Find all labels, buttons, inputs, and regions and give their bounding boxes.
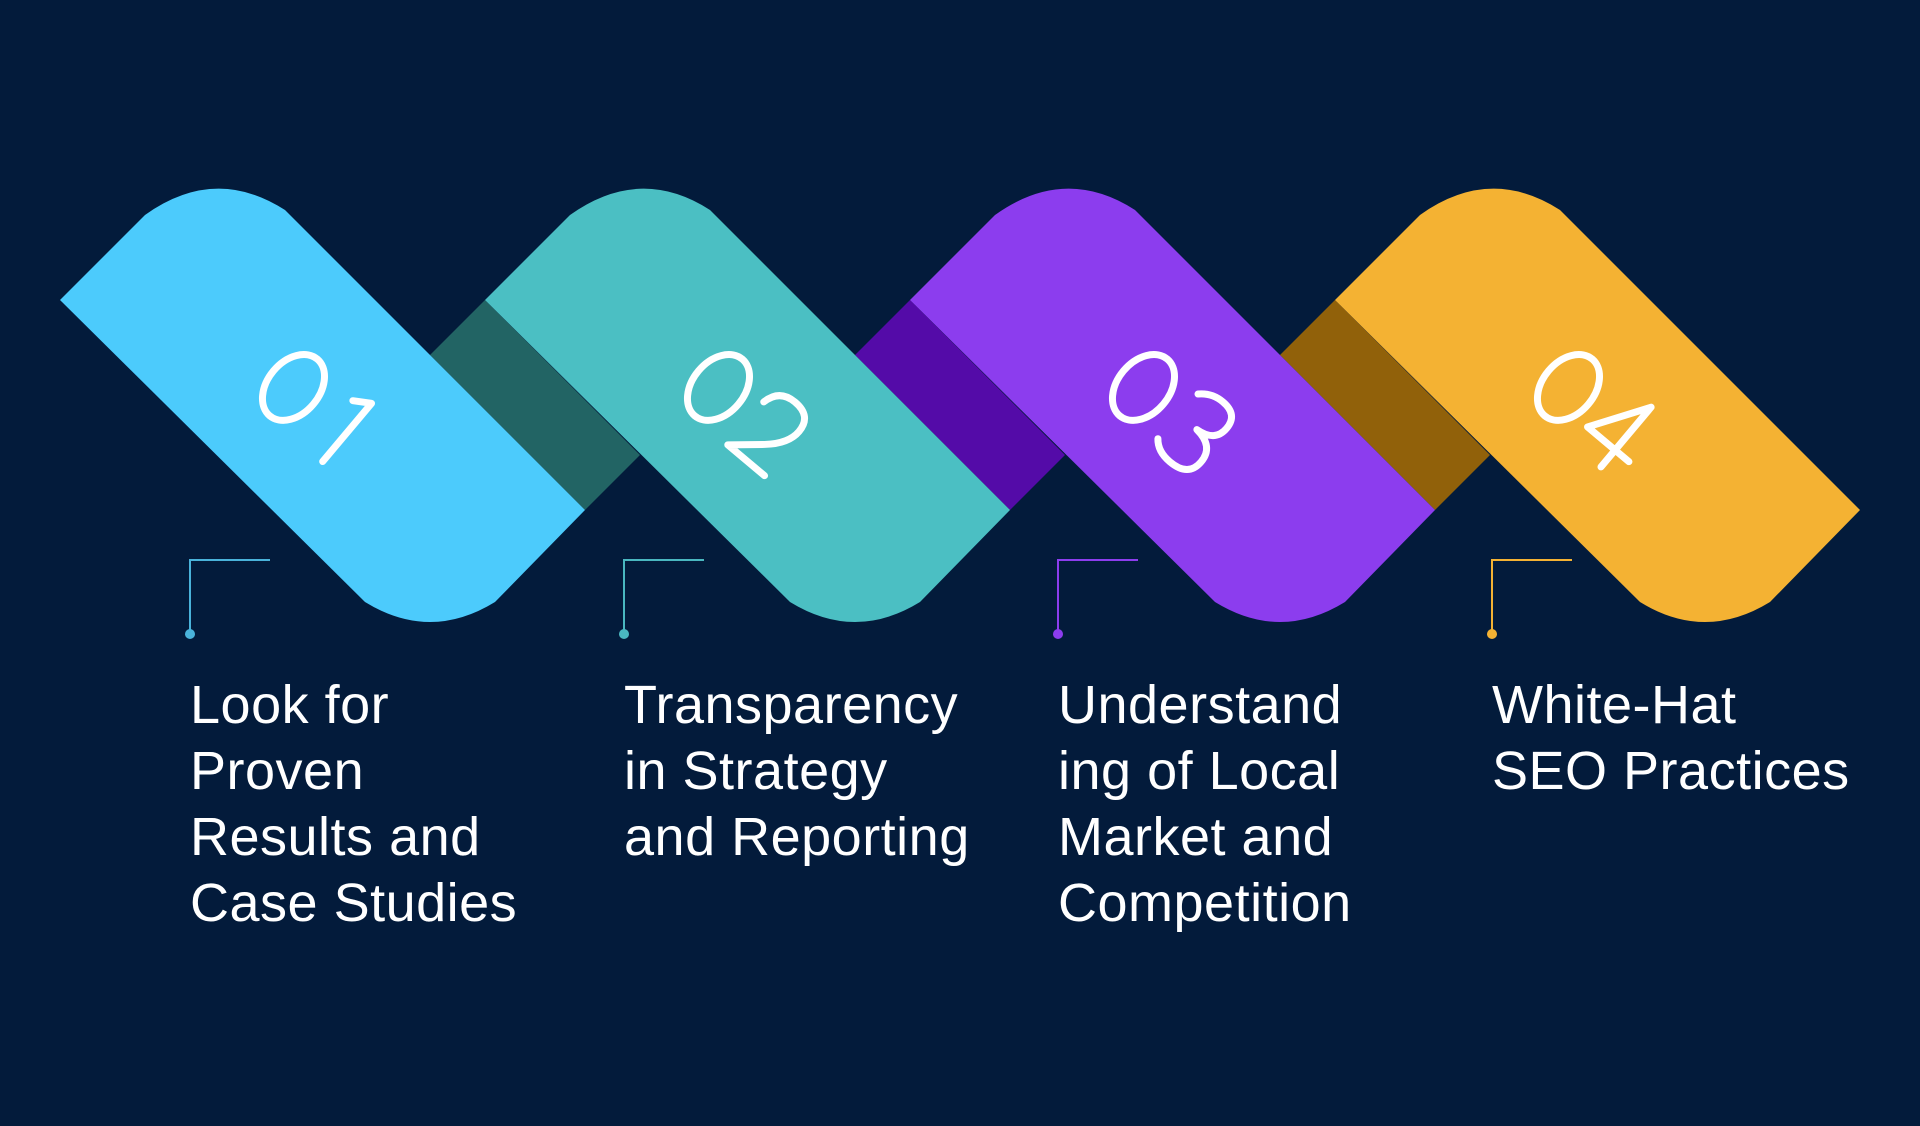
step-2-label-line: in Strategy xyxy=(624,741,888,801)
step-2-label: Transparency in Strategy and Reporting xyxy=(624,672,1024,870)
step-1-label: Look for Proven Results and Case Studies xyxy=(190,672,580,936)
number-03-glyph xyxy=(1108,351,1235,473)
step-3-label: Understand ing of Local Market and Compe… xyxy=(1058,672,1458,936)
step-4-label-line: SEO Practices xyxy=(1492,741,1850,801)
connector-dot-4 xyxy=(1487,629,1497,639)
overlap-strip-3-4 xyxy=(1280,300,1490,510)
step-1-label-line: Results and xyxy=(190,807,481,867)
connector-step-1 xyxy=(185,559,270,639)
connector-dot-1 xyxy=(185,629,195,639)
ribbon-shape-3 xyxy=(910,188,1435,622)
step-2-label-line: and Reporting xyxy=(624,807,970,867)
ribbon-shape-2 xyxy=(485,188,1010,622)
ribbon-shape-1 xyxy=(60,188,585,622)
connector-step-2 xyxy=(619,559,704,639)
connector-line-4 xyxy=(1491,559,1572,632)
ribbon-step-3 xyxy=(910,188,1435,622)
number-02-glyph xyxy=(683,351,808,480)
step-3-label-line: Understand xyxy=(1058,675,1343,735)
connector-step-3 xyxy=(1053,559,1138,639)
number-01-glyph xyxy=(258,351,376,466)
overlap-strip-2-3 xyxy=(855,300,1065,510)
step-3-label-line: Competition xyxy=(1058,873,1352,933)
step-3-label-line: ing of Local xyxy=(1058,741,1341,801)
number-04-glyph xyxy=(1533,351,1655,471)
step-1-label-line: Case Studies xyxy=(190,873,518,933)
step-4-label-line: White-Hat xyxy=(1492,675,1737,735)
ribbon-shape-4 xyxy=(1335,188,1860,622)
connector-dot-3 xyxy=(1053,629,1063,639)
overlap-strip-1-2 xyxy=(430,300,640,510)
connector-step-4 xyxy=(1487,559,1572,639)
step-4-label: White-Hat SEO Practices xyxy=(1492,672,1912,804)
step-1-label-line: Look for xyxy=(190,675,390,735)
ribbon-step-4 xyxy=(1335,188,1860,622)
connector-dot-2 xyxy=(619,629,629,639)
step-3-label-line: Market and xyxy=(1058,807,1334,867)
step-2-label-line: Transparency xyxy=(624,675,959,735)
connector-line-2 xyxy=(623,559,704,632)
connector-line-1 xyxy=(189,559,270,632)
step-1-label-line: Proven xyxy=(190,741,365,801)
connector-line-3 xyxy=(1057,559,1138,632)
ribbon-step-2 xyxy=(485,188,1010,622)
ribbon-step-1 xyxy=(60,188,585,622)
